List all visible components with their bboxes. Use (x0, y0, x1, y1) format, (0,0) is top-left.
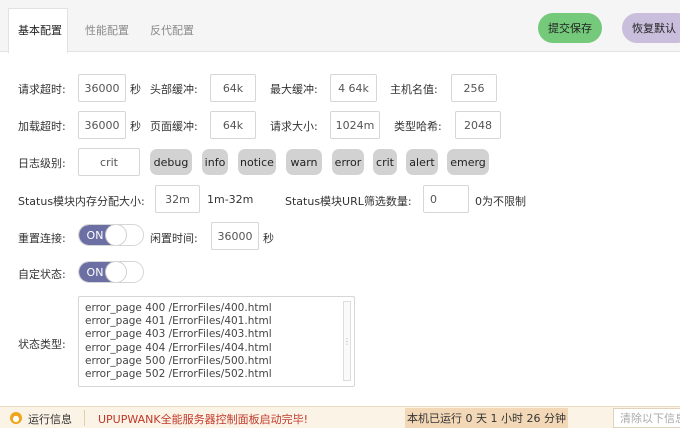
hostname-input[interactable]: 256 (451, 74, 497, 102)
status-url-filter-label: Status模块URL筛选数量: (285, 195, 412, 208)
log-level-crit-chip[interactable]: crit (373, 149, 397, 175)
type-hash-label: 类型哈希: (394, 120, 442, 133)
status-message: UPUPWANK全能服务器控制面板启动完毕! (98, 413, 309, 426)
status-bar-title: 运行信息 (28, 413, 72, 426)
header-buffer-input[interactable]: 64k (210, 74, 256, 102)
restore-default-button[interactable]: 恢复默认 (622, 13, 680, 43)
info-icon: ● (10, 412, 22, 424)
status-type-line: error_page 401 /ErrorFiles/401.html (85, 315, 272, 328)
status-memory-label: Status模块内存分配大小: (18, 195, 145, 208)
log-level-input[interactable]: crit (78, 148, 140, 176)
idle-time-label: 闲置时间: (150, 232, 198, 245)
tab-bar: 基本配置 性能配置 反代配置 提交保存 恢复默认 (0, 0, 680, 53)
submit-save-button[interactable]: 提交保存 (538, 13, 602, 43)
status-url-filter-hint: 0为不限制 (475, 195, 526, 208)
custom-status-label: 自定状态: (18, 268, 66, 281)
status-type-line: error_page 404 /ErrorFiles/404.html (85, 341, 272, 354)
load-timeout-unit: 秒 (130, 120, 141, 133)
load-timeout-input[interactable]: 36000 (78, 111, 126, 139)
max-buffer-label: 最大缓冲: (270, 83, 318, 96)
status-types-textarea[interactable]: error_page 400 /ErrorFiles/400.html erro… (78, 296, 355, 387)
uptime-badge: 本机已运行 0 天 1 小时 26 分钟 (405, 408, 568, 428)
tab-proxy-config[interactable]: 反代配置 (150, 24, 194, 37)
active-tab-background (8, 8, 68, 53)
reset-connection-label: 重置连接: (18, 232, 66, 245)
page-buffer-input[interactable]: 64k (210, 111, 256, 139)
status-memory-input[interactable]: 32m (155, 185, 200, 213)
status-types-label: 状态类型: (18, 338, 66, 351)
tab-basic-config[interactable]: 基本配置 (18, 24, 62, 37)
toggle-knob (105, 262, 127, 282)
status-type-line: error_page 500 /ErrorFiles/500.html (85, 354, 272, 367)
hostname-label: 主机名值: (390, 83, 438, 96)
header-buffer-label: 头部缓冲: (150, 83, 198, 96)
textarea-scrollbar[interactable]: ⋮ (343, 301, 351, 381)
log-level-error-chip[interactable]: error (332, 149, 364, 175)
log-level-label: 日志级别: (18, 157, 66, 170)
status-type-line: error_page 403 /ErrorFiles/403.html (85, 328, 272, 341)
log-level-notice-chip[interactable]: notice (238, 149, 276, 175)
log-level-warn-chip[interactable]: warn (286, 149, 322, 175)
clear-log-button[interactable]: 清除以下信息 (613, 408, 680, 428)
request-size-input[interactable]: 1024m (330, 111, 380, 139)
custom-status-toggle[interactable]: ON (78, 261, 144, 283)
reset-connection-toggle-state: ON (79, 225, 111, 245)
idle-time-unit: 秒 (263, 232, 274, 245)
idle-time-input[interactable]: 36000 (211, 222, 259, 250)
request-timeout-label: 请求超时: (18, 83, 66, 96)
page-buffer-label: 页面缓冲: (150, 120, 198, 133)
log-level-info-chip[interactable]: info (202, 149, 228, 175)
status-type-line: error_page 502 /ErrorFiles/502.html (85, 368, 272, 381)
status-url-filter-input[interactable]: 0 (423, 185, 469, 213)
request-timeout-unit: 秒 (130, 83, 141, 96)
status-type-line: error_page 400 /ErrorFiles/400.html (85, 302, 272, 314)
load-timeout-label: 加载超时: (18, 120, 66, 133)
request-timeout-input[interactable]: 36000 (78, 74, 126, 102)
request-size-label: 请求大小: (270, 120, 318, 133)
reset-connection-toggle[interactable]: ON (78, 224, 144, 246)
log-level-emerg-chip[interactable]: emerg (447, 149, 489, 175)
max-buffer-input[interactable]: 4 64k (330, 74, 377, 102)
tab-performance-config[interactable]: 性能配置 (85, 24, 129, 37)
status-memory-hint: 1m-32m (207, 193, 254, 206)
type-hash-input[interactable]: 2048 (455, 111, 501, 139)
custom-status-toggle-state: ON (79, 262, 111, 282)
status-bar: ● 运行信息 UPUPWANK全能服务器控制面板启动完毕! 本机已运行 0 天 … (0, 406, 680, 428)
log-level-alert-chip[interactable]: alert (406, 149, 438, 175)
status-bar-divider (84, 410, 85, 426)
toggle-knob (105, 225, 127, 245)
log-level-debug-chip[interactable]: debug (150, 149, 192, 175)
